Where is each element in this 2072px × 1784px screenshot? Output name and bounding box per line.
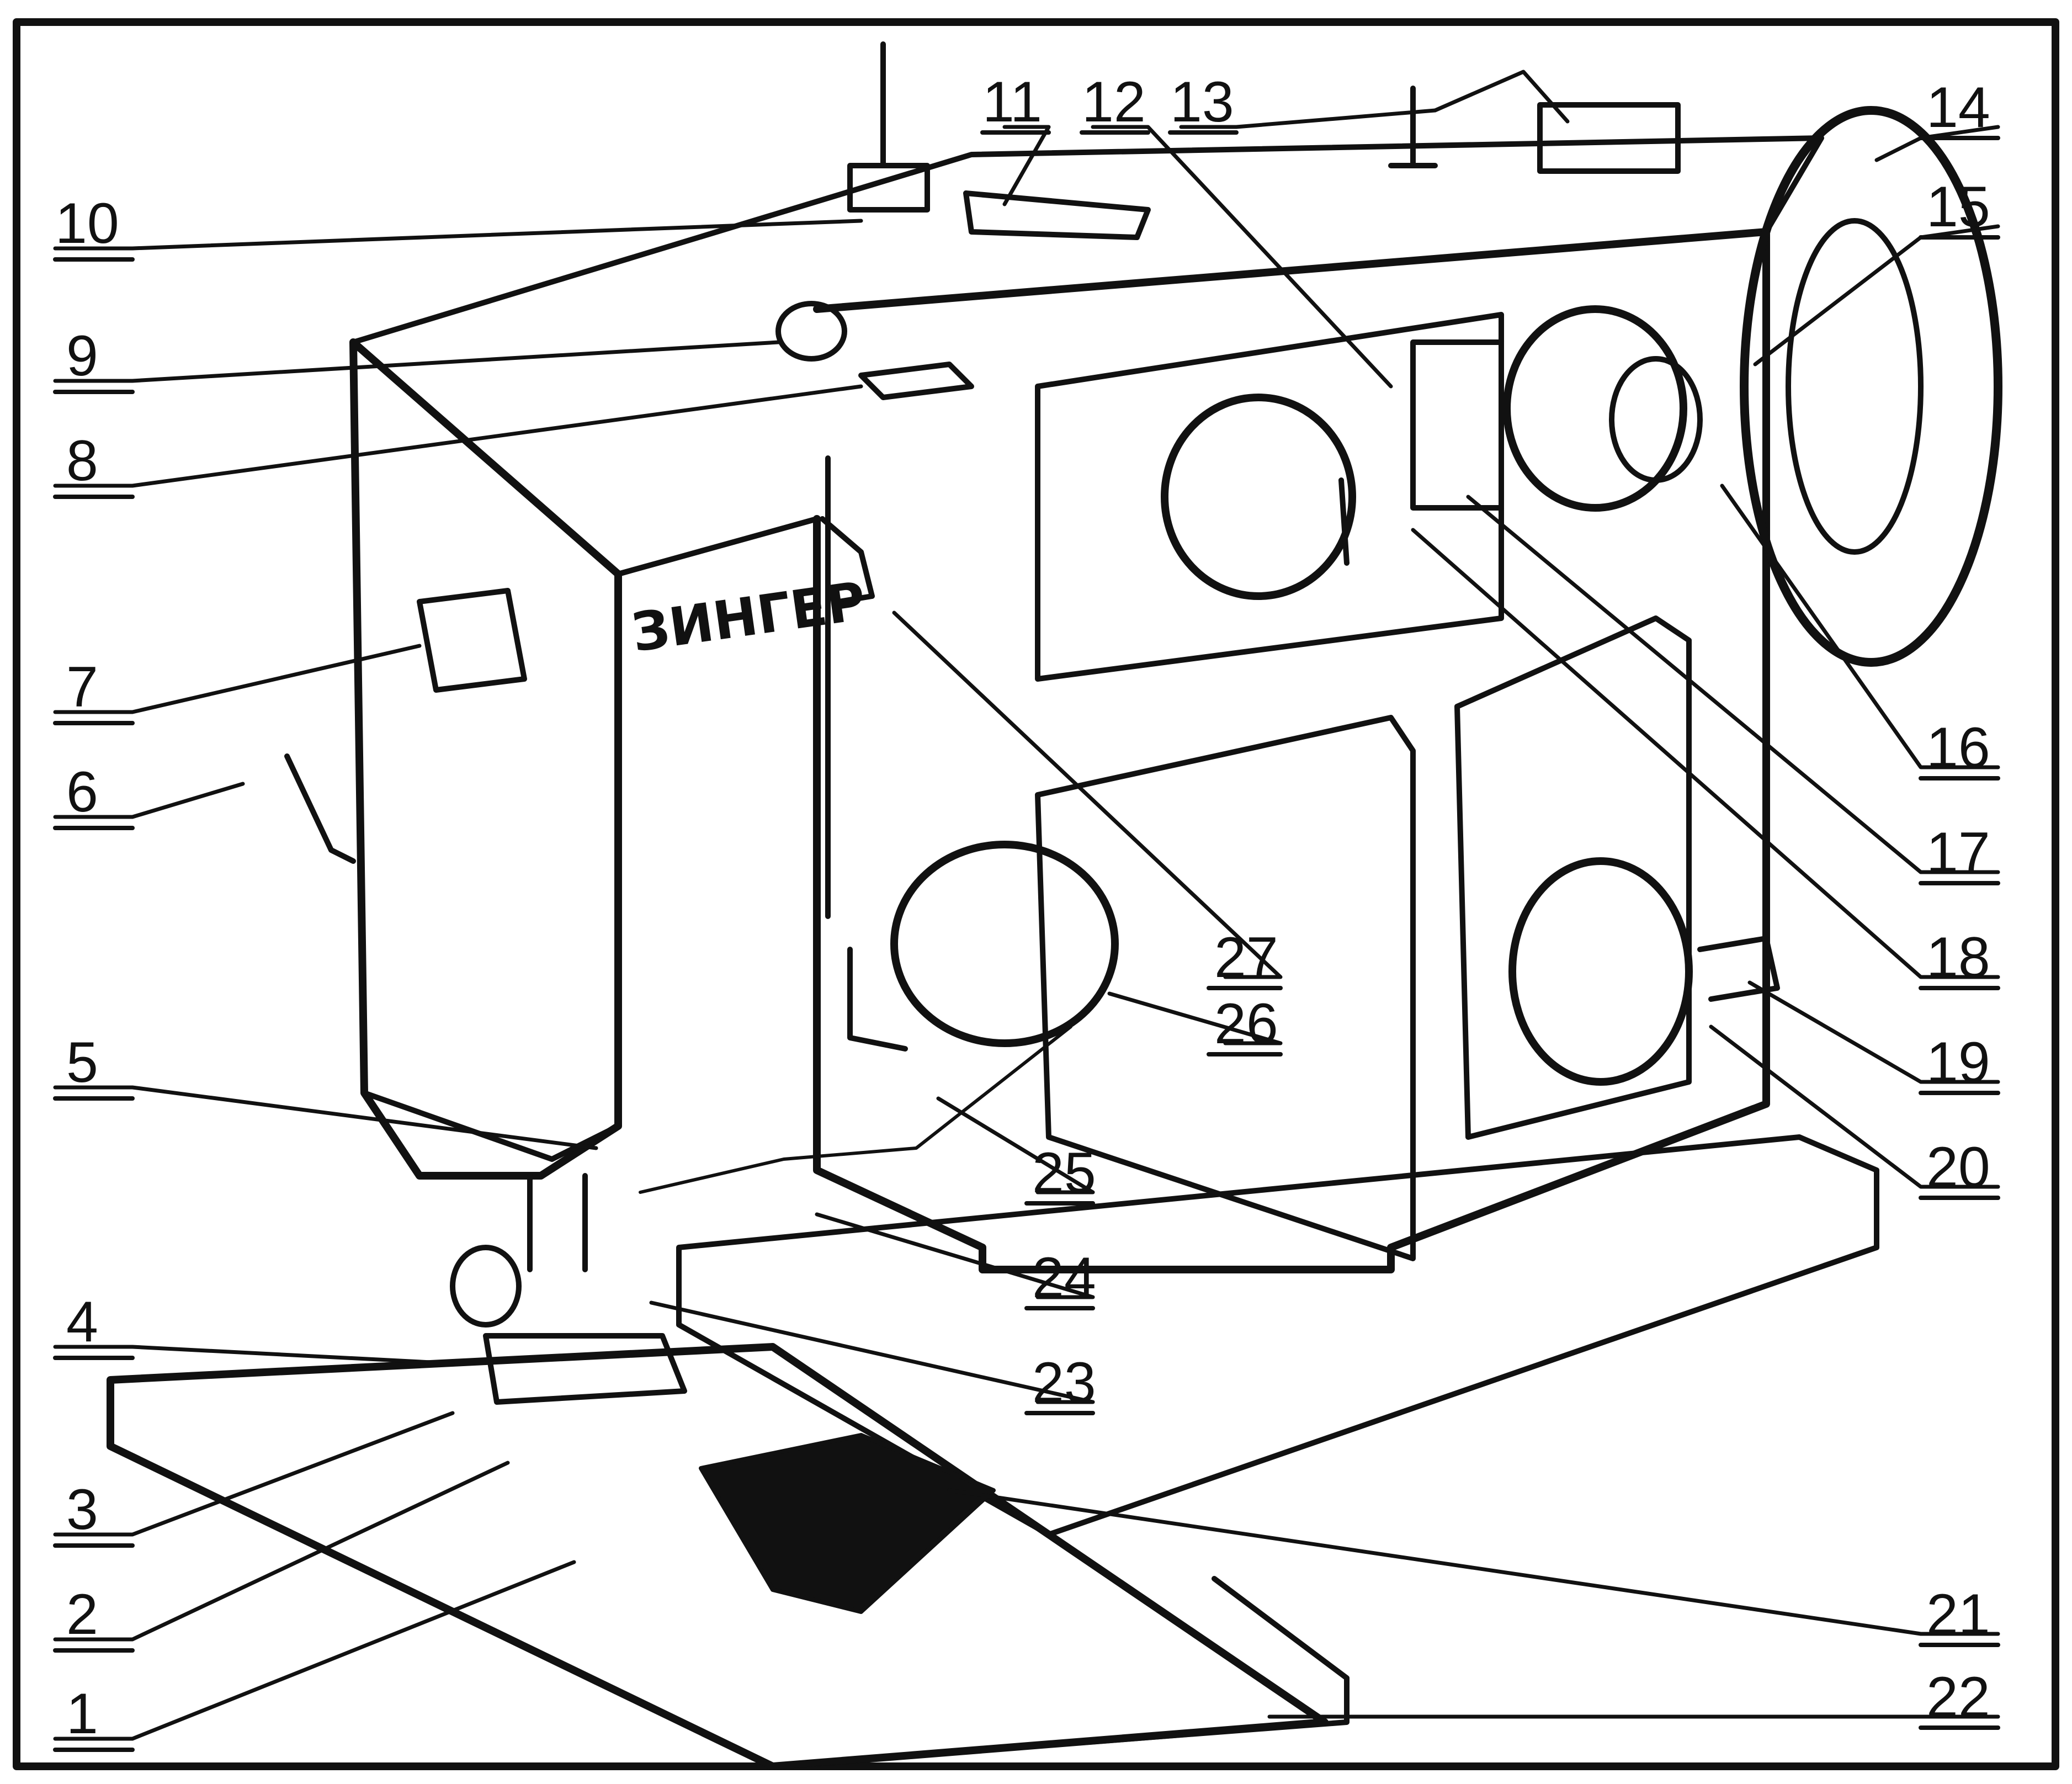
- callout-label-12: 12: [1082, 70, 1146, 134]
- lower-panel-left: [1035, 715, 1416, 1261]
- machine-illustration: [107, 41, 2002, 1770]
- thread-tension-bracket: [847, 947, 908, 1052]
- handwheel-inner: [1786, 218, 1924, 555]
- lower-knob: [1508, 857, 1693, 1086]
- thread-line: [639, 1025, 1072, 1194]
- callout-label-27: 27: [1214, 926, 1278, 990]
- callout-label-23: 23: [1032, 1351, 1096, 1415]
- callout-label-9: 9: [66, 324, 98, 388]
- callout-label-11: 11: [982, 70, 1042, 134]
- front-panel: [1035, 312, 1504, 682]
- lower-panel-right: [1454, 615, 1692, 1140]
- thread-guide-top: [963, 190, 1151, 240]
- callout-label-15: 15: [1926, 175, 1990, 239]
- stitch-width-dial-face: [1609, 356, 1703, 483]
- feed-opening: [699, 1433, 996, 1614]
- callout-label-1: 1: [66, 1682, 98, 1746]
- callout-label-5: 5: [66, 1031, 98, 1095]
- callout-label-20: 20: [1926, 1135, 1990, 1199]
- callout-label-26: 26: [1214, 992, 1278, 1056]
- callout-label-13: 13: [1170, 70, 1234, 134]
- spool-pin-left: [847, 41, 930, 213]
- image-border: [13, 18, 2059, 1770]
- callout-label-7: 7: [66, 655, 98, 719]
- stitch-indicator-window: [1410, 339, 1504, 511]
- callout-label-17: 17: [1926, 821, 1990, 885]
- side-lever: [284, 753, 356, 864]
- callout-label-6: 6: [66, 760, 98, 824]
- stitch-length-knob-pointer: [1338, 477, 1350, 566]
- machine-base: [676, 1134, 1879, 1537]
- spool-pin-right: [1388, 86, 1438, 168]
- head-bottom-edge: [362, 1090, 621, 1162]
- bobbin-winder: [1537, 102, 1681, 174]
- callout-label-22: 22: [1926, 1665, 1990, 1729]
- head-edge: [615, 516, 820, 577]
- callout-label-10: 10: [55, 192, 119, 256]
- callout-label-14: 14: [1926, 76, 1990, 140]
- thread-guide-9: [775, 301, 847, 362]
- callout-label-19: 19: [1926, 1031, 1990, 1095]
- bed-plate-front: [770, 1576, 1350, 1769]
- callout-label-16: 16: [1926, 716, 1990, 780]
- presser-foot-screw: [450, 1245, 522, 1328]
- callout-label-8: 8: [66, 429, 98, 493]
- callout-label-2: 2: [66, 1583, 98, 1647]
- handwheel: [1740, 106, 2002, 667]
- callout-label-18: 18: [1926, 926, 1990, 990]
- callout-label-3: 3: [66, 1478, 98, 1542]
- callout-underlines: [53, 130, 2000, 1752]
- take-up-lever: [820, 516, 875, 604]
- brand-label: ЗИНГЕР: [628, 570, 869, 664]
- callout-label-4: 4: [66, 1290, 98, 1354]
- callout-label-24: 24: [1032, 1246, 1096, 1310]
- thread-tension-assembly: [890, 841, 1119, 1047]
- callout-label-25: 25: [1032, 1141, 1096, 1205]
- callout-label-21: 21: [1926, 1583, 1990, 1647]
- side-tab: [417, 588, 527, 693]
- needle-bar: [527, 1173, 588, 1272]
- lower-knob-lever: [1697, 936, 1780, 1002]
- callout-labels: 1 2 3 4 5 6 7 8 9 10 11 12 13 14 15 16 1…: [55, 70, 1990, 1746]
- machine-head: [349, 338, 622, 1180]
- callout-leaders: [53, 70, 2000, 1741]
- stitch-width-dial: [1503, 305, 1687, 512]
- presser-foot: [483, 1333, 687, 1405]
- bed-plate: [107, 1343, 1329, 1770]
- machine-body: [813, 228, 1770, 1273]
- thread-guide-8: [858, 362, 974, 400]
- stitch-length-knob: [1161, 394, 1356, 600]
